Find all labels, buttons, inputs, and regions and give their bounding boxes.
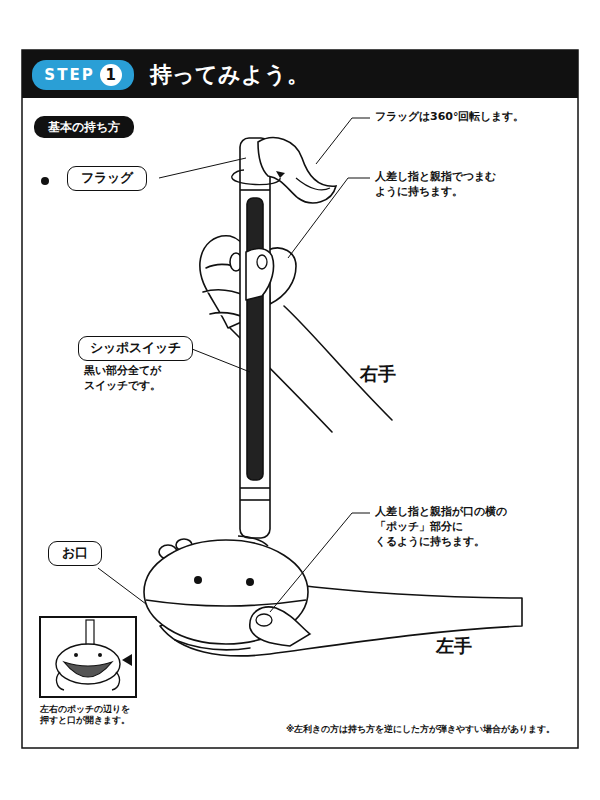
right-hand <box>200 236 392 432</box>
leader-line <box>288 178 370 258</box>
node-text: STEP <box>44 66 94 84</box>
thumb-nail <box>256 614 272 626</box>
bullet-dot <box>41 177 49 185</box>
section-badge: 基本の持ち方 <box>34 116 134 138</box>
callout-note: 黒い部分全てが スイッチです。 <box>84 364 176 394</box>
flag-curl <box>296 178 330 190</box>
callout-text: フラッグは360°回転します。 <box>375 110 524 125</box>
header-band <box>22 50 578 98</box>
page-title: 持ってみよう。 <box>150 60 309 90</box>
leader-line <box>159 158 246 178</box>
inset-mouth-open <box>40 617 136 697</box>
node-text: シッポスイッチ <box>90 340 181 357</box>
inset-caption: 左右のポッチの辺りを 押すと口が開きます。 <box>40 704 140 727</box>
callout-text: 人差し指と親指でつまむ ように持ちます。 <box>375 170 525 200</box>
part-tag: シッポスイッチ <box>78 336 193 361</box>
part-tag: フラッグ <box>67 166 147 191</box>
step-number: 1 <box>100 64 122 86</box>
step-badge: STEP 1 <box>32 60 134 90</box>
rotation-ring <box>232 176 280 185</box>
callout-text: 人差し指と親指が口の横の 「ポッチ」部分に くるように持ちます。 <box>375 505 525 550</box>
rotation-arrowhead <box>276 171 285 178</box>
leader-line <box>192 349 250 372</box>
otamatone-stem <box>240 138 270 538</box>
hand-label: 左手 <box>436 634 472 658</box>
page-frame <box>22 50 578 748</box>
node-text: フラッグ <box>81 170 133 187</box>
left-thumb <box>250 607 310 646</box>
flag <box>258 138 336 203</box>
leader-line <box>270 513 370 612</box>
rotation-ring <box>232 170 244 176</box>
footnote: ※左利きの方は持ち方を逆にした方が弾きやすい場合があります。 <box>286 724 555 736</box>
hand-label: 右手 <box>360 362 396 386</box>
leader-line <box>98 568 146 604</box>
thumb-nail <box>257 255 267 269</box>
leader-line <box>316 118 370 164</box>
node-text: 基本の持ち方 <box>48 120 120 135</box>
node-text: お口 <box>62 545 88 562</box>
part-tag: お口 <box>48 541 102 566</box>
right-thumb <box>246 249 274 300</box>
